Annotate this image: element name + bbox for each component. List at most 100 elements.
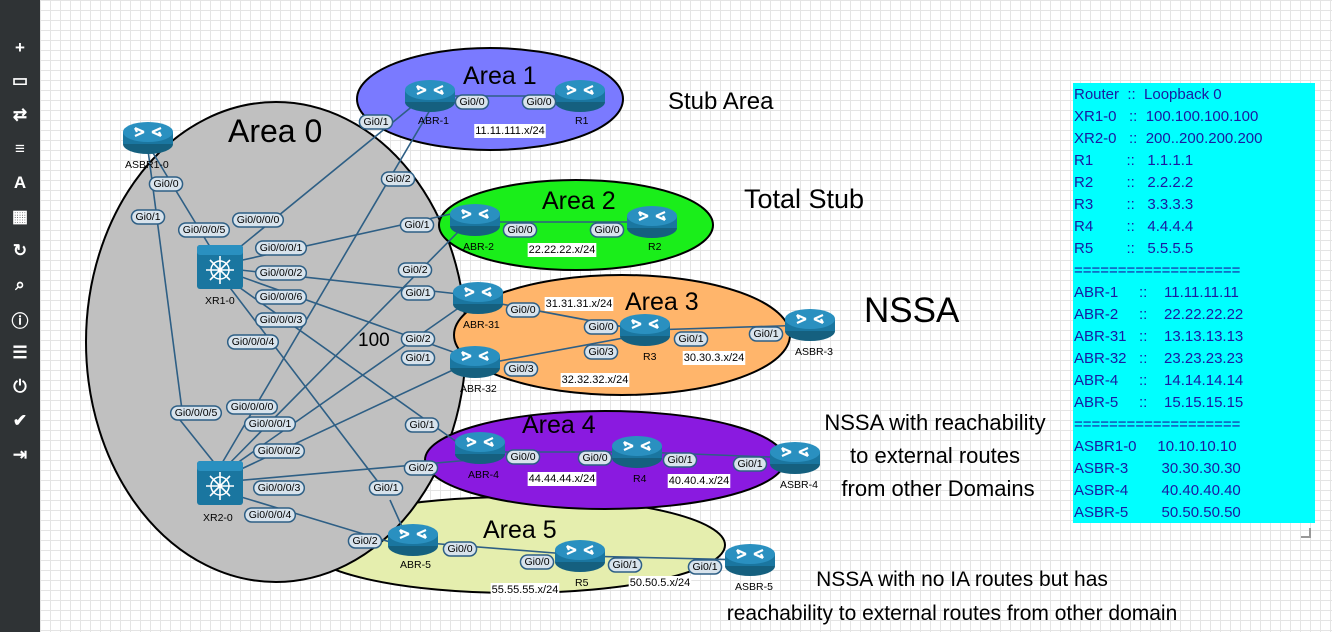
svg-text:Gi0/0: Gi0/0 xyxy=(526,96,551,108)
iface-label: Gi0/1 xyxy=(400,350,436,366)
network-label: 31.31.31.x/24 xyxy=(544,297,614,311)
iface-label: Gi0/1 xyxy=(368,480,404,496)
plus-icon[interactable]: + xyxy=(15,38,25,57)
iface-label: Gi0/0 xyxy=(502,222,538,238)
network-label: 30.30.3.x/24 xyxy=(682,351,746,365)
svg-text:50.50.5.x/24: 50.50.5.x/24 xyxy=(630,577,691,589)
router-abr-2[interactable]: ABR-2 xyxy=(448,202,502,253)
svg-text:Gi0/2: Gi0/2 xyxy=(352,535,377,547)
router-abr-4[interactable]: ABR-4 xyxy=(453,430,507,481)
nssa-noia-note-line: NSSA with no IA routes but has xyxy=(816,568,1108,591)
svg-text:Gi0/1: Gi0/1 xyxy=(405,352,430,364)
node-label: ABR-5 xyxy=(400,559,431,571)
loopback-row: R2 :: 2.2.2.2 xyxy=(1074,174,1194,191)
logout-icon[interactable]: ⇥ xyxy=(12,445,28,464)
svg-text:44.44.44.x/24: 44.44.44.x/24 xyxy=(529,473,596,485)
zoom-icon[interactable]: ⌕ xyxy=(15,275,25,294)
power-icon[interactable]: ⏻ xyxy=(13,377,27,396)
iface-label: Gi0/1 xyxy=(662,452,698,468)
svg-text:Gi0/2: Gi0/2 xyxy=(385,173,410,185)
drive-icon[interactable]: ▭ xyxy=(11,71,29,90)
router-r2[interactable]: R2 xyxy=(625,204,679,253)
node-label: ASBR-3 xyxy=(795,346,833,358)
router-r4[interactable]: R4 xyxy=(610,434,664,485)
svg-text:Gi0/1: Gi0/1 xyxy=(692,561,717,573)
svg-text:Gi0/3: Gi0/3 xyxy=(588,346,613,358)
svg-text:22.22.22.x/24: 22.22.22.x/24 xyxy=(529,244,596,256)
node-label: ABR-1 xyxy=(418,115,449,127)
node-label: R5 xyxy=(575,577,589,589)
svg-text:Gi0/0/0/3: Gi0/0/0/3 xyxy=(258,482,301,494)
router-xr2-0[interactable]: XR2-0 xyxy=(196,460,244,524)
router-abr-1[interactable]: ABR-1 xyxy=(403,78,457,127)
iface-label: Gi0/0/0/6 xyxy=(254,289,308,305)
node-label: ASBR1-0 xyxy=(125,159,169,171)
svg-text:Gi0/0/0/4: Gi0/0/0/4 xyxy=(232,336,275,348)
svg-text:30.30.3.x/24: 30.30.3.x/24 xyxy=(684,352,745,364)
iface-label: Gi0/0/0/2 xyxy=(254,265,308,281)
list-icon[interactable]: ☰ xyxy=(12,343,28,362)
svg-text:Gi0/1: Gi0/1 xyxy=(373,482,398,494)
svg-text:Gi0/0/0/6: Gi0/0/0/6 xyxy=(260,291,303,303)
router-asbr-5[interactable]: ASBR-5 xyxy=(723,542,777,593)
iface-label: Gi0/0 xyxy=(505,302,541,318)
router-r3[interactable]: R3 xyxy=(618,312,672,363)
iface-label: Gi0/2 xyxy=(347,533,383,549)
info-icon[interactable]: ⓘ xyxy=(11,311,29,331)
router-asbr1-0[interactable]: ASBR1-0 xyxy=(121,120,175,171)
svg-text:Gi0/0/0/0: Gi0/0/0/0 xyxy=(231,401,274,413)
node-label: XR1-0 xyxy=(205,295,235,307)
transfer-icon[interactable]: ⇄ xyxy=(12,105,28,124)
router-r5[interactable]: R5 xyxy=(553,538,607,589)
check-icon[interactable]: ✔ xyxy=(12,411,28,430)
iface-label: Gi0/0/0/1 xyxy=(254,240,308,256)
loopback-row: ABR-1 :: 11.11.11.11 xyxy=(1074,284,1239,301)
loopback-row: =================== xyxy=(1074,416,1241,433)
node-label: R2 xyxy=(648,241,662,253)
loopback-row: ABR-5 :: 15.15.15.15 xyxy=(1074,394,1244,411)
iface-label: Gi0/1 xyxy=(607,557,643,573)
svg-text:Gi0/0: Gi0/0 xyxy=(447,543,472,555)
svg-text:Gi0/1: Gi0/1 xyxy=(363,116,388,128)
svg-text:Gi0/1: Gi0/1 xyxy=(135,211,160,223)
iface-label: Gi0/0/0/1 xyxy=(243,416,297,432)
router-xr1-0[interactable]: XR1-0 xyxy=(196,244,244,307)
svg-text:Gi0/0/0/0: Gi0/0/0/0 xyxy=(237,214,280,226)
loopback-row: ASBR-4 40.40.40.40 xyxy=(1074,482,1241,499)
svg-text:Gi0/0: Gi0/0 xyxy=(524,556,549,568)
loopback-row: R4 :: 4.4.4.4 xyxy=(1074,218,1194,235)
iface-label: Gi0/0 xyxy=(442,541,478,557)
loopback-row: XR1-0 :: 100.100.100.100 xyxy=(1074,108,1259,125)
loopback-row: ABR-31 :: 13.13.13.13 xyxy=(1074,328,1244,345)
iface-label: Gi0/0/0/5 xyxy=(177,222,231,238)
stub-area-note: Stub Area xyxy=(668,88,774,115)
text-icon[interactable]: A xyxy=(13,173,27,192)
area-2-ellipse xyxy=(438,179,714,271)
router-asbr-4[interactable]: ASBR-4 xyxy=(768,440,822,491)
router-abr-31[interactable]: ABR-31 xyxy=(451,280,505,331)
svg-text:Gi0/0/0/5: Gi0/0/0/5 xyxy=(175,407,218,419)
router-r1[interactable]: R1 xyxy=(553,78,607,127)
router-asbr-3[interactable]: ASBR-3 xyxy=(783,307,837,358)
nssa-ext-note-line: NSSA with reachability xyxy=(824,410,1045,435)
svg-text:Gi0/1: Gi0/1 xyxy=(404,219,429,231)
network-label: 11.11.111.x/24 xyxy=(474,124,546,138)
iface-label: Gi0/1 xyxy=(404,417,440,433)
svg-text:11.11.111.x/24: 11.11.111.x/24 xyxy=(475,125,545,137)
iface-label: Gi0/1 xyxy=(732,456,768,472)
loopback-row: ASBR-3 30.30.30.30 xyxy=(1074,460,1241,477)
nssa-note: NSSA xyxy=(864,291,960,330)
svg-text:Gi0/0/0/3: Gi0/0/0/3 xyxy=(260,314,303,326)
svg-text:Gi0/1: Gi0/1 xyxy=(612,559,637,571)
grid-icon[interactable]: ▦ xyxy=(11,207,29,226)
router-abr-5[interactable]: ABR-5 xyxy=(386,522,440,571)
svg-text:32.32.32.x/24: 32.32.32.x/24 xyxy=(562,374,629,386)
resize-handle-icon[interactable] xyxy=(1301,528,1311,538)
router-abr-32[interactable]: ABR-32 xyxy=(448,344,502,395)
align-left-icon[interactable]: ≡ xyxy=(15,139,25,158)
area-0-number: 100 xyxy=(358,330,390,351)
area-4-title: Area 4 xyxy=(522,411,596,439)
svg-text:Gi0/1: Gi0/1 xyxy=(678,333,703,345)
refresh-icon[interactable]: ↻ xyxy=(12,241,28,260)
